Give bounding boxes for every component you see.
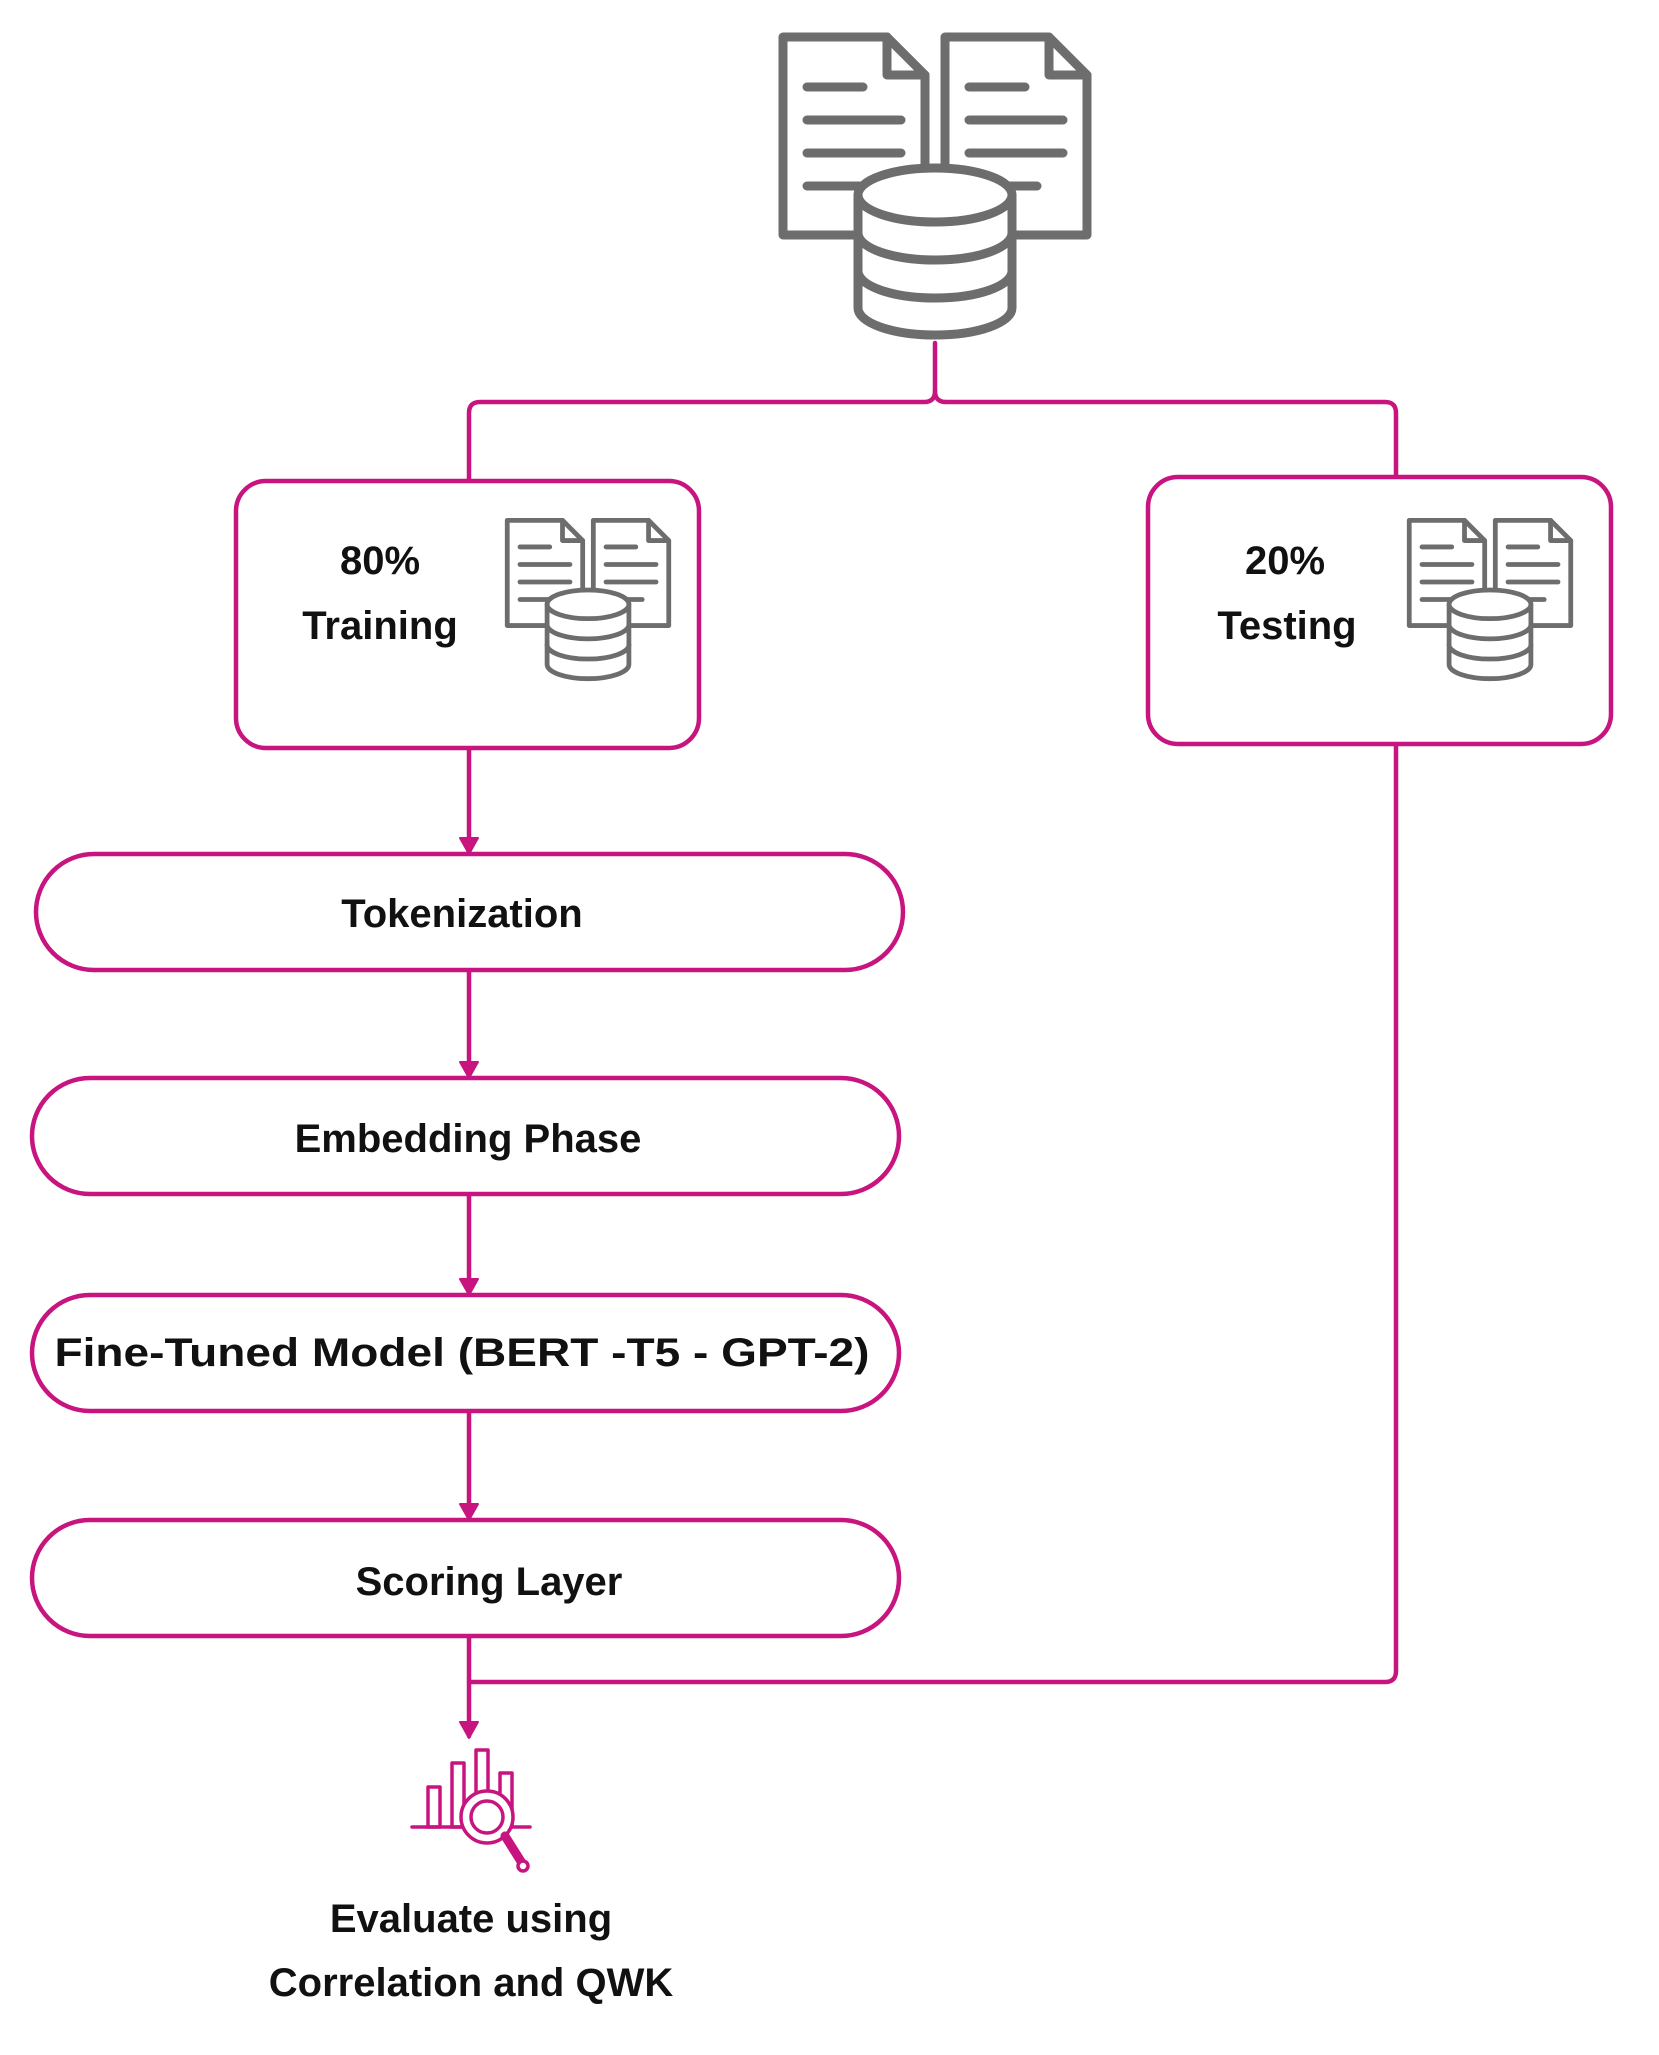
arrow-head [459, 837, 479, 855]
arrow-head [459, 1721, 479, 1739]
connector-testing-evaluation [466, 741, 1399, 1685]
arrow-head [459, 1278, 479, 1296]
testing-percent: 20% [1245, 539, 1325, 583]
split-connector-right [932, 388, 1399, 480]
training-split-box: 80% Training [233, 478, 702, 751]
arrow-head [459, 1061, 479, 1079]
evaluation-line-2: Correlation and QWK [269, 1961, 674, 2005]
pipeline-step-label: Tokenization [341, 892, 582, 936]
pipeline-step-embedding: Embedding Phase [29, 1075, 902, 1197]
pipeline-step-label: Fine-Tuned Model (BERT -T5 - GPT-2) [55, 1331, 870, 1375]
pipeline-step-label: Scoring Layer [356, 1560, 623, 1604]
testing-split-box: 20% Testing [1145, 474, 1614, 747]
testing-label: Testing [1217, 604, 1356, 648]
connectors [459, 340, 1399, 1739]
training-label: Training [302, 604, 458, 648]
dataset-icon [783, 37, 1087, 335]
pipeline-step-scoring: Scoring Layer [29, 1517, 902, 1639]
arrow-head [459, 1503, 479, 1521]
pipeline-step-tokenization: Tokenization [33, 851, 906, 973]
pipeline-step-model: Fine-Tuned Model (BERT -T5 - GPT-2) [29, 1292, 902, 1414]
pipeline-step-label: Embedding Phase [295, 1117, 642, 1161]
evaluation-line-1: Evaluate using [330, 1897, 612, 1941]
split-connector-left [466, 340, 938, 484]
training-percent: 80% [340, 539, 420, 583]
bar-chart-magnifier-icon [410, 1748, 532, 1873]
